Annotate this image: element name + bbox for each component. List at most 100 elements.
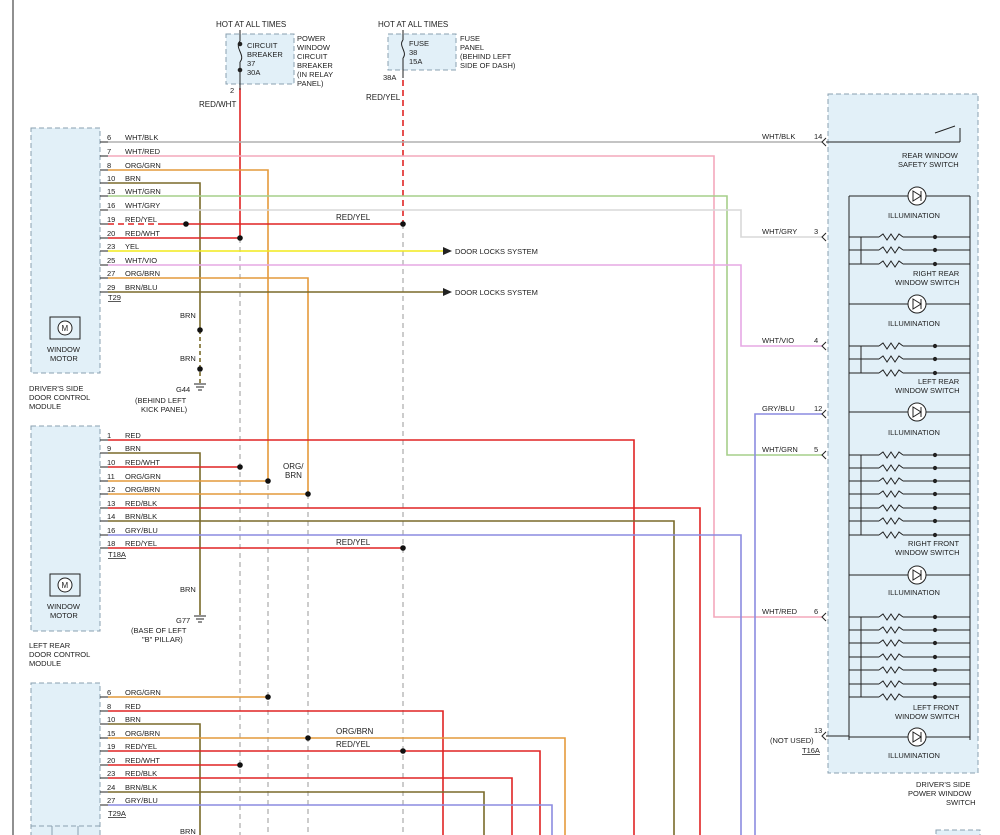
cb-line-1: CIRCUIT xyxy=(247,41,278,50)
rr-pin-color: GRY/BLU xyxy=(125,796,158,805)
switch-pin-number: 3 xyxy=(814,227,818,236)
resistor-icon xyxy=(878,246,904,254)
driver-pin-color: WHT/VIO xyxy=(125,256,157,265)
ground-icon xyxy=(194,383,206,391)
splice xyxy=(305,491,311,497)
led-icon xyxy=(912,190,922,202)
label-door-locks-2: DOOR LOCKS SYSTEM xyxy=(455,288,538,297)
splice xyxy=(400,748,406,754)
driver-pin-color: WHT/BLK xyxy=(125,133,158,142)
left-rear-module-box xyxy=(30,425,101,632)
switch-pin-color: WHT/VIO xyxy=(762,336,794,345)
wire-wht-grn xyxy=(108,195,822,456)
arrow-door-locks-1 xyxy=(443,247,452,255)
wire-rr-red xyxy=(108,710,444,835)
driver-pin-color: BRN/BLU xyxy=(125,283,158,292)
rr-pin-number: 20 xyxy=(107,756,115,765)
driver-pin-number: 20 xyxy=(107,229,115,238)
wire-lr-brn xyxy=(108,452,201,615)
illumination-lamp-icon xyxy=(907,402,927,422)
rr-pin-number: 8 xyxy=(107,702,111,711)
switch-pin-color: WHT/GRY xyxy=(762,227,797,236)
driver-pin-number: 8 xyxy=(107,161,111,170)
cb-pin: 2 xyxy=(230,86,234,95)
resistor-icon xyxy=(878,451,904,459)
switch-pin-number: 14 xyxy=(814,132,822,141)
lr-pin-number: 10 xyxy=(107,458,115,467)
pin-arrow xyxy=(821,341,827,351)
fuse-line-3: 15A xyxy=(409,57,422,66)
pin-arrow xyxy=(821,450,827,460)
resistor-icon xyxy=(878,693,904,701)
pin-arrow xyxy=(821,232,827,242)
resistor-icon xyxy=(878,666,904,674)
resistor-icon xyxy=(878,342,904,350)
driver-pin-color: WHT/RED xyxy=(125,147,161,156)
driver-pin-number: 29 xyxy=(107,283,115,292)
resistor-icon xyxy=(878,260,904,268)
wires xyxy=(108,80,822,835)
illumination-lamp-icon xyxy=(907,565,927,585)
g77-desc-1: (BASE OF LEFT xyxy=(131,626,187,635)
svg-text:M: M xyxy=(62,324,69,333)
splices xyxy=(183,221,406,768)
splice xyxy=(400,545,406,551)
splice xyxy=(197,366,203,372)
resistor-icon xyxy=(878,639,904,647)
resistor-icon xyxy=(878,653,904,661)
splice xyxy=(237,235,243,241)
lr-module-name-1: LEFT REAR xyxy=(29,641,71,650)
fuse-box xyxy=(387,33,457,71)
driver-motor-label-2: MOTOR xyxy=(50,354,78,363)
fuse-desc-3: (BEHIND LEFT xyxy=(460,52,512,61)
switch-pin-color: WHT/RED xyxy=(762,607,798,616)
wire-wht-gry xyxy=(108,209,822,238)
hot-label-cb: HOT AT ALL TIMES xyxy=(216,20,286,29)
switch-connector: T16A xyxy=(802,746,820,755)
driver-pin-number: 25 xyxy=(107,256,115,265)
right-rear-module-box xyxy=(30,682,101,835)
resistor-icon xyxy=(878,680,904,688)
pin-arrow xyxy=(821,137,827,147)
g44-desc-2: KICK PANEL) xyxy=(141,405,188,414)
fuse-desc-1: FUSE xyxy=(460,34,480,43)
label-red-yel-mid: RED/YEL xyxy=(336,538,371,547)
rear-safety-label-1: REAR WINDOW xyxy=(902,151,959,160)
resistor-icon xyxy=(878,531,904,539)
g77-desc-2: "B" PILLAR) xyxy=(142,635,183,644)
cb-wire-label: RED/WHT xyxy=(199,100,236,109)
switch-pin-number: 5 xyxy=(814,445,818,454)
resistor-icon xyxy=(878,355,904,363)
lr-pin-color: GRY/BLU xyxy=(125,526,158,535)
led-icon xyxy=(912,298,922,310)
led-icon xyxy=(912,569,922,581)
driver-pin-color: ORG/GRN xyxy=(125,161,161,170)
lr-pin-color: BRN xyxy=(125,444,141,453)
rr-pin-color: ORG/GRN xyxy=(125,688,161,697)
rr-pin-color: ORG/BRN xyxy=(125,729,160,738)
hot-label-fuse: HOT AT ALL TIMES xyxy=(378,20,448,29)
rf-switch-label-2: WINDOW SWITCH xyxy=(895,548,960,557)
illumination-label: ILLUMINATION xyxy=(888,751,940,760)
rr-pin-color: BRN xyxy=(125,715,141,724)
lr-pin-number: 12 xyxy=(107,485,115,494)
label-org-brn-2: BRN xyxy=(285,471,302,480)
led-icon xyxy=(912,406,922,418)
switch-module-pins: 14WHT/BLK3WHT/GRY4WHT/VIO12GRY/BLU5WHT/G… xyxy=(762,132,827,741)
lf-switch-label-1: LEFT FRONT xyxy=(913,703,960,712)
driver-pin-number: 23 xyxy=(107,242,115,251)
driver-pin-color: BRN xyxy=(125,174,141,183)
driver-pin-color: ORG/BRN xyxy=(125,269,160,278)
resistor-icon xyxy=(878,613,904,621)
resistor-icon xyxy=(878,490,904,498)
g77-id: G77 xyxy=(176,616,190,625)
illumination-lamp-icon xyxy=(907,294,927,314)
lr-pin-color: ORG/GRN xyxy=(125,472,161,481)
rr-pin-color: RED/BLK xyxy=(125,769,157,778)
cb-desc-5: (IN RELAY xyxy=(297,70,333,79)
lr-pin-color: RED/WHT xyxy=(125,458,160,467)
ground-icon xyxy=(194,615,206,623)
